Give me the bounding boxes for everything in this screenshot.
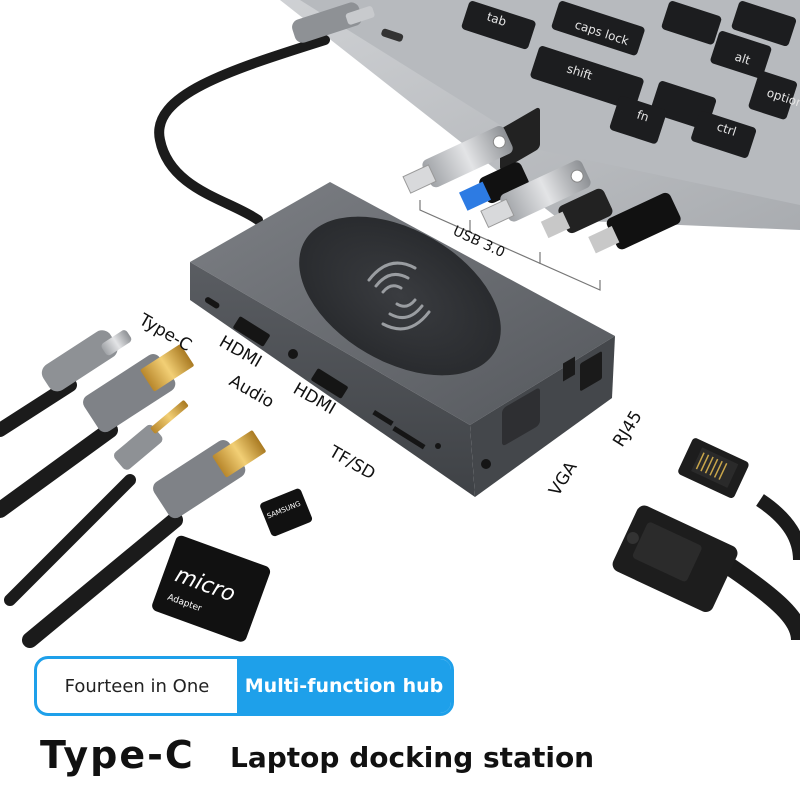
label-audio: Audio [226,371,278,412]
key-tab: tab [485,10,508,29]
label-rj45: RJ45 [609,407,646,450]
feature-badge: Fourteen in One Multi-function hub [34,656,454,716]
usb-drives [402,126,681,254]
label-type-c: Type-C [135,310,195,356]
docking-hub [190,107,615,497]
port-hdmi-1 [233,316,270,347]
label-vga: VGA [545,458,581,500]
key-ctrl: ctrl [715,120,738,139]
headline-sub: Laptop docking station [230,741,595,774]
key-fn: fn [635,108,651,125]
port-tf [372,410,394,426]
usb-bracket [419,200,601,291]
port-type-c [204,297,220,309]
port-rj45 [580,351,602,391]
port-sd [392,426,426,450]
badge-left-text: Fourteen in One [64,675,210,697]
headline-main: Type-C [40,733,195,777]
wireless-icon [367,261,431,331]
laptop: tab caps lock shift fn ctrl alt option [280,0,800,230]
usb-c-cable [154,2,375,225]
memory-cards: SAMSUNG micro Adapter [152,488,313,642]
port-audio [288,349,298,359]
wireless-charging-pad [299,216,501,376]
port-vga [500,107,540,170]
label-tf-sd: TF/SD [325,442,379,485]
right-cables [612,438,800,641]
key-alt: alt [733,50,752,68]
port-hdmi-2 [311,368,348,399]
left-cables [0,330,266,648]
badge-right-text: Multi-function hub [237,659,451,713]
